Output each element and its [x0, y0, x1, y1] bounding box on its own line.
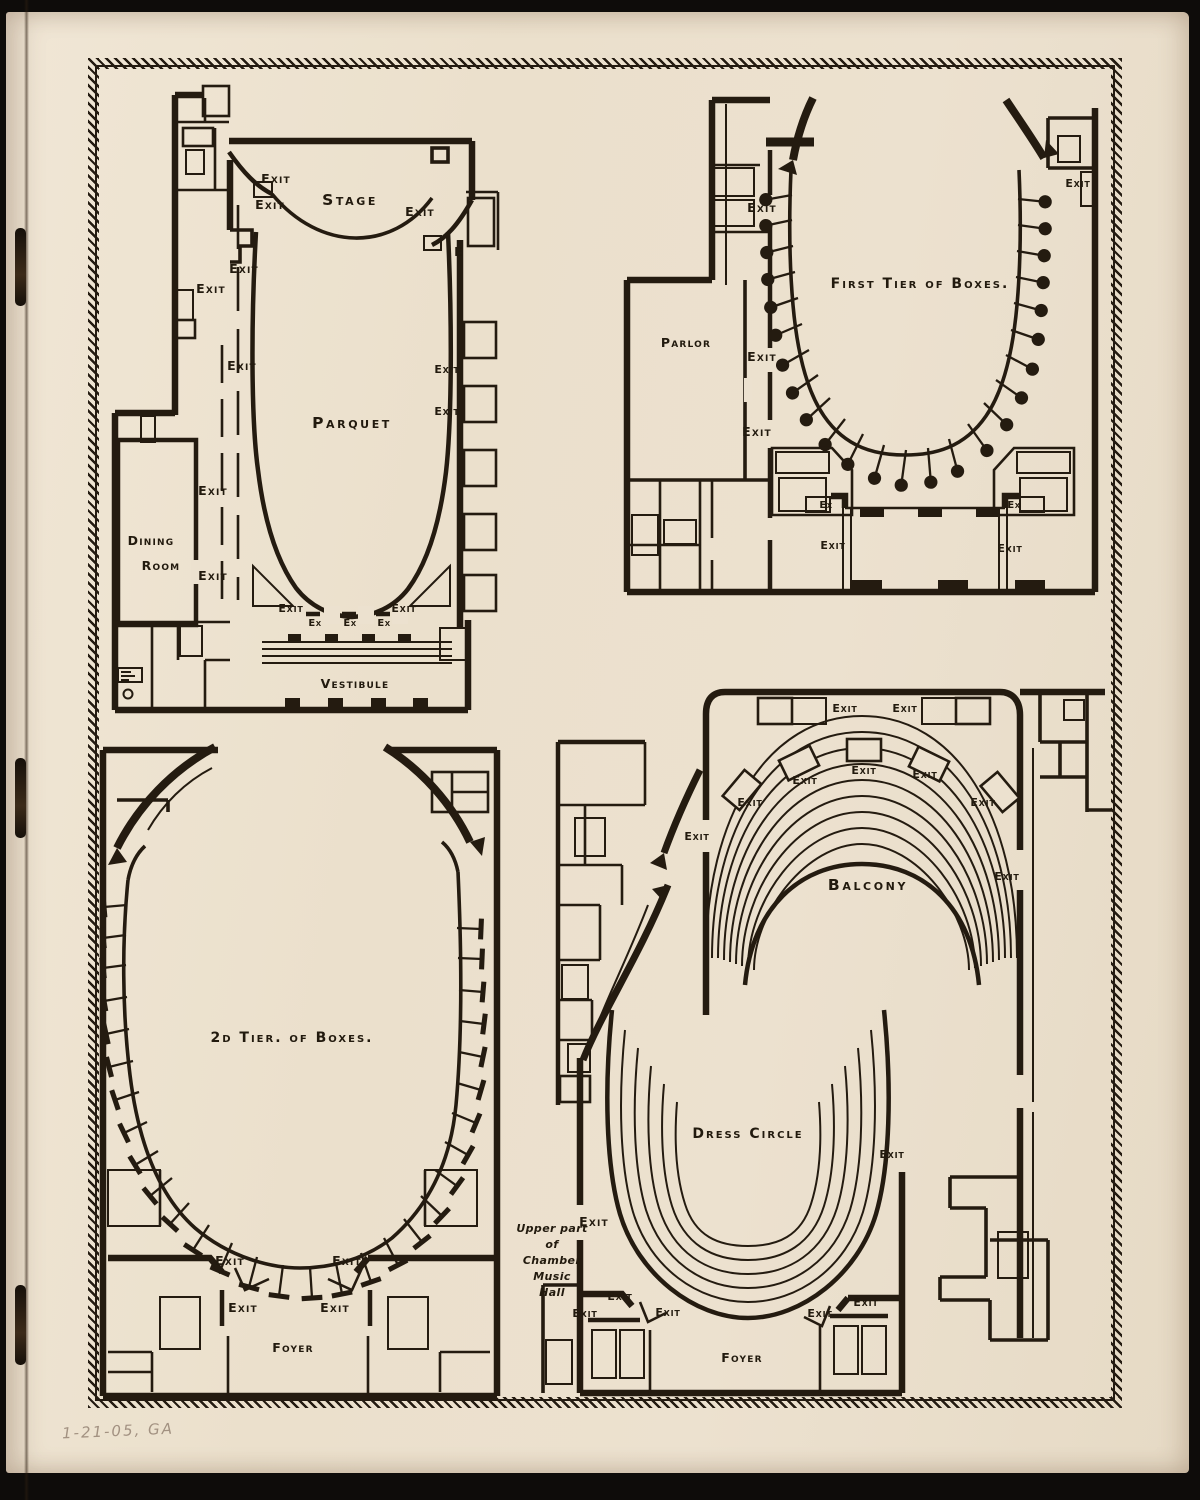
exit-label: Exit [742, 424, 772, 439]
exit-label: Exit [332, 1253, 362, 1268]
exit-label: Exit [196, 281, 226, 296]
exit-label: Exit [434, 363, 459, 376]
ex-label: Ex [819, 500, 832, 511]
second-tier-label: 2d Tier. of Boxes. [211, 1030, 374, 1046]
exit-label: Exit [261, 171, 291, 186]
exit-label: Exit [391, 602, 416, 615]
exit-label: Exit [994, 870, 1019, 883]
first-tier-label: First Tier of Boxes. [831, 276, 1010, 292]
chamber-note-line: Chamber [523, 1254, 582, 1267]
exit-label: Exit [879, 1148, 904, 1161]
balcony-label: Balcony [828, 876, 908, 894]
second-tier-box-partitions [99, 896, 488, 1302]
chamber-note-line: Music [533, 1270, 571, 1283]
exit-label: Exit [278, 602, 303, 615]
dress-circle-label: Dress Circle [692, 1126, 803, 1142]
exit-label: Exit [215, 1253, 245, 1268]
first-tier-labels: First Tier of Boxes. Parlor Exit Exit Ex… [661, 177, 1090, 555]
ex-label: Ex [308, 618, 321, 629]
exit-label: Exit [229, 261, 259, 276]
parquet-label: Parquet [312, 414, 392, 432]
chamber-note-line: of [545, 1238, 559, 1251]
exit-label: Exit [997, 542, 1022, 555]
chamber-note-line: Hall [539, 1286, 565, 1299]
stage-label: Stage [322, 191, 378, 209]
west-corridor-strip [555, 739, 704, 1105]
foyer-label: Foyer [272, 1340, 313, 1355]
chamber-note-line: Upper part [516, 1222, 588, 1235]
second-tier-labels: 2d Tier. of Boxes. Exit Exit Exit Exit F… [211, 1030, 374, 1355]
dining-room-label: Dining [128, 533, 175, 548]
exit-label: Exit [255, 197, 285, 212]
exit-label: Exit [227, 358, 257, 373]
binding-stitch [15, 228, 26, 306]
binding-stitch [15, 1285, 26, 1365]
ex-label: Ex [377, 618, 390, 629]
exit-label: Exit [807, 1307, 832, 1320]
exit-label: Exit [970, 796, 995, 809]
exit-label: Exit [737, 796, 762, 809]
exit-label: Exit [320, 1300, 350, 1315]
second-tier-foyer [107, 1169, 497, 1396]
balcony-dress-circle-labels: Exit Exit Exit Exit Exit Exit Exit Exit … [516, 702, 1019, 1365]
exit-label: Exit [747, 349, 777, 364]
vestibule-label: Vestibule [321, 676, 390, 691]
second-tier-floor-plan: 2d Tier. of Boxes. Exit Exit Exit Exit F… [99, 743, 501, 1400]
exit-label: Exit [832, 702, 857, 715]
exit-label: Exit [792, 774, 817, 787]
balcony-dress-circle-floor-plan: Exit Exit Exit Exit Exit Exit Exit Exit … [516, 688, 1112, 1397]
decorative-border [88, 58, 1122, 1408]
exit-label: Exit [1065, 177, 1090, 190]
exit-label: Exit [655, 1306, 680, 1319]
first-tier-box-partitions [759, 193, 1052, 492]
exit-label: Exit [607, 1290, 632, 1303]
exit-label: Exit [851, 764, 876, 777]
second-tier-walls [99, 743, 501, 1400]
foyer-label: Foyer [721, 1350, 762, 1365]
exit-label: Exit [747, 200, 777, 215]
dress-circle-walls [541, 1009, 1050, 1397]
first-tier-walls [623, 96, 1099, 596]
exit-label: Exit [579, 1214, 609, 1229]
exit-label: Exit [434, 405, 459, 418]
exit-label: Exit [405, 204, 435, 219]
border-top-band [88, 58, 1122, 69]
exit-label: Exit [820, 539, 845, 552]
exit-label: Exit [228, 1300, 258, 1315]
exit-label: Exit [198, 568, 228, 583]
parquet-plan-walls [111, 84, 500, 714]
dining-room-label: Room [142, 558, 181, 573]
border-right-band [1111, 58, 1122, 1408]
exit-label: Exit [853, 1296, 878, 1309]
binding-crease [24, 0, 29, 1500]
balcony-walls [702, 688, 1112, 1338]
border-left-band [88, 58, 99, 1408]
e-label: E [454, 244, 464, 259]
exit-label: Exit [572, 1307, 597, 1320]
binding-stitch [15, 758, 26, 838]
exit-label: Exit [684, 830, 709, 843]
border-inner-line [95, 65, 1115, 1401]
parquet-plan-labels: Exit Exit Exit E Exit Exit Exit Exit Exi… [128, 171, 464, 691]
exit-label: Exit [198, 483, 228, 498]
parquet-floor-plan: Exit Exit Exit E Exit Exit Exit Exit Exi… [111, 84, 500, 714]
exit-label: Exit [912, 768, 937, 781]
ex-label: Ex [343, 618, 356, 629]
border-bottom-band [88, 1397, 1122, 1408]
parlor-label: Parlor [661, 335, 711, 350]
exit-label: Exit [892, 702, 917, 715]
first-tier-stage-block [770, 446, 1076, 592]
ex-label: Ex [1007, 500, 1020, 511]
first-tier-floor-plan: First Tier of Boxes. Parlor Exit Exit Ex… [623, 96, 1099, 596]
